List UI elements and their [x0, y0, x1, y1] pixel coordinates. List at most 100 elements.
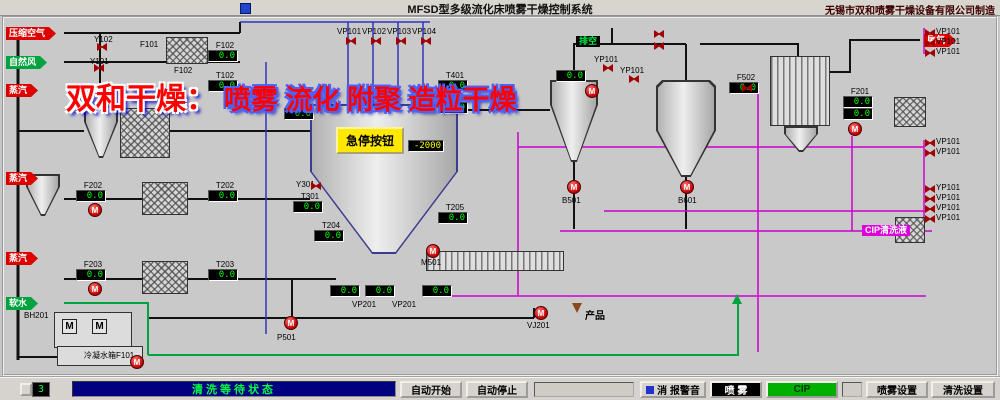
pump-icon[interactable]: M — [88, 282, 102, 296]
separator — [534, 382, 634, 397]
valve-icon[interactable] — [925, 205, 935, 213]
separator — [842, 382, 862, 397]
device-label: Y101 — [90, 57, 109, 66]
cip-line-chip: CIP清洗液 — [862, 225, 911, 236]
valve-icon[interactable] — [629, 75, 639, 83]
device-label: VP101 — [936, 137, 961, 146]
product-label: 产品 — [585, 311, 605, 322]
cip-button[interactable]: CIP — [766, 381, 838, 398]
display-value-5: -2000 — [408, 140, 448, 152]
pump-icon[interactable]: M — [88, 203, 102, 217]
valve-icon[interactable] — [346, 37, 356, 45]
pump-icon[interactable]: M — [426, 244, 440, 258]
display-value-15: 0.0 — [843, 108, 877, 120]
device-label: P501 — [277, 333, 296, 342]
pump-icon[interactable]: M — [534, 306, 548, 320]
pump-icon[interactable]: M — [848, 122, 862, 136]
valve-icon[interactable] — [654, 42, 664, 50]
device-label: Y301 — [296, 180, 315, 189]
status-bar: 清洗等待状态 — [72, 381, 396, 397]
pump-icon[interactable]: M — [680, 180, 694, 194]
flow-arrow — [572, 303, 582, 313]
inlet-cyclone — [84, 106, 118, 158]
auto-stop-button[interactable]: 自动停止 — [466, 381, 528, 398]
agitator-motor-icon[interactable]: M — [62, 319, 77, 334]
valve-icon[interactable] — [925, 29, 935, 37]
device-label: VP201 — [352, 300, 377, 309]
device-label: F101 — [116, 351, 135, 360]
device-label: YP101 — [936, 183, 961, 192]
pump-icon[interactable]: M — [567, 180, 581, 194]
clean-settings-button[interactable]: 清洗设置 — [931, 381, 995, 398]
valve-icon[interactable] — [421, 37, 431, 45]
fluid-bed — [426, 251, 564, 271]
inlet-filter — [120, 108, 170, 158]
device-label: VP101 — [936, 37, 961, 46]
device-label: VP101 — [936, 147, 961, 156]
display-value-18: 0.0 — [365, 285, 399, 297]
spray-settings-button[interactable]: 喷雾设置 — [866, 381, 928, 398]
device-label: VJ201 — [527, 321, 550, 330]
counter-button[interactable] — [20, 383, 32, 396]
valve-icon[interactable] — [925, 139, 935, 147]
counter-value: 3 — [32, 382, 50, 397]
device-label: YP101 — [594, 55, 619, 64]
valve-icon[interactable] — [97, 43, 107, 51]
manufacturer-text: 无锡市双和喷雾干燥设备有限公司制造 — [825, 6, 995, 17]
compressed-air-arrow: 压缩空气 — [6, 27, 56, 40]
auto-start-button[interactable]: 自动开始 — [400, 381, 462, 398]
valve-icon[interactable] — [654, 30, 664, 38]
valve-icon[interactable] — [925, 215, 935, 223]
air-heater — [166, 37, 208, 64]
alarm-icon — [646, 385, 655, 394]
valve-icon[interactable] — [925, 149, 935, 157]
steam-arrow-1: 蒸汽 — [6, 84, 38, 97]
valve-icon[interactable] — [396, 37, 406, 45]
agglomerator-tank — [656, 80, 716, 177]
valve-icon[interactable] — [742, 84, 752, 92]
valve-icon[interactable] — [311, 182, 321, 190]
display-value-17: 0.0 — [330, 285, 364, 297]
device-label: VP103 — [387, 27, 412, 36]
device-label: VP101 — [936, 47, 961, 56]
display-value-19: 0.0 — [422, 285, 456, 297]
valve-icon[interactable] — [603, 64, 613, 72]
device-label: Y102 — [94, 35, 113, 44]
device-label: VP101 — [936, 27, 961, 36]
valve-icon[interactable] — [925, 185, 935, 193]
device-label: 冷凝水箱 — [84, 351, 116, 360]
valve-icon[interactable] — [925, 195, 935, 203]
device-label: B501 — [562, 196, 581, 205]
pump-icon[interactable]: M — [130, 355, 144, 369]
exhaust-unit — [894, 97, 926, 127]
display-F502: F5020.0 — [729, 74, 763, 94]
bag-filter — [770, 56, 830, 126]
valve-icon[interactable] — [94, 64, 104, 72]
device-label: VP201 — [392, 300, 417, 309]
device-label: BH201 — [24, 311, 49, 320]
mute-alarm-button[interactable]: 消 报警音 — [640, 381, 706, 398]
device-label: M501 — [421, 258, 442, 267]
display-value-16: 0.0 — [556, 70, 590, 82]
pump-icon[interactable]: M — [585, 84, 599, 98]
valve-icon[interactable] — [925, 49, 935, 57]
steam-arrow-3: 蒸汽 — [6, 252, 38, 265]
device-label: F101 — [140, 40, 159, 49]
pump-icon[interactable]: M — [284, 316, 298, 330]
agitator-motor-icon[interactable]: M — [92, 319, 107, 334]
emergency-stop-button[interactable]: 急停按钮 — [336, 127, 404, 154]
valve-icon[interactable] — [371, 37, 381, 45]
page-title: MFSD型多级流化床喷雾干燥控制系统 — [407, 4, 593, 16]
heater-2 — [142, 182, 188, 215]
spray-button[interactable]: 喷 雾 — [710, 381, 762, 398]
valve-icon[interactable] — [925, 39, 935, 47]
